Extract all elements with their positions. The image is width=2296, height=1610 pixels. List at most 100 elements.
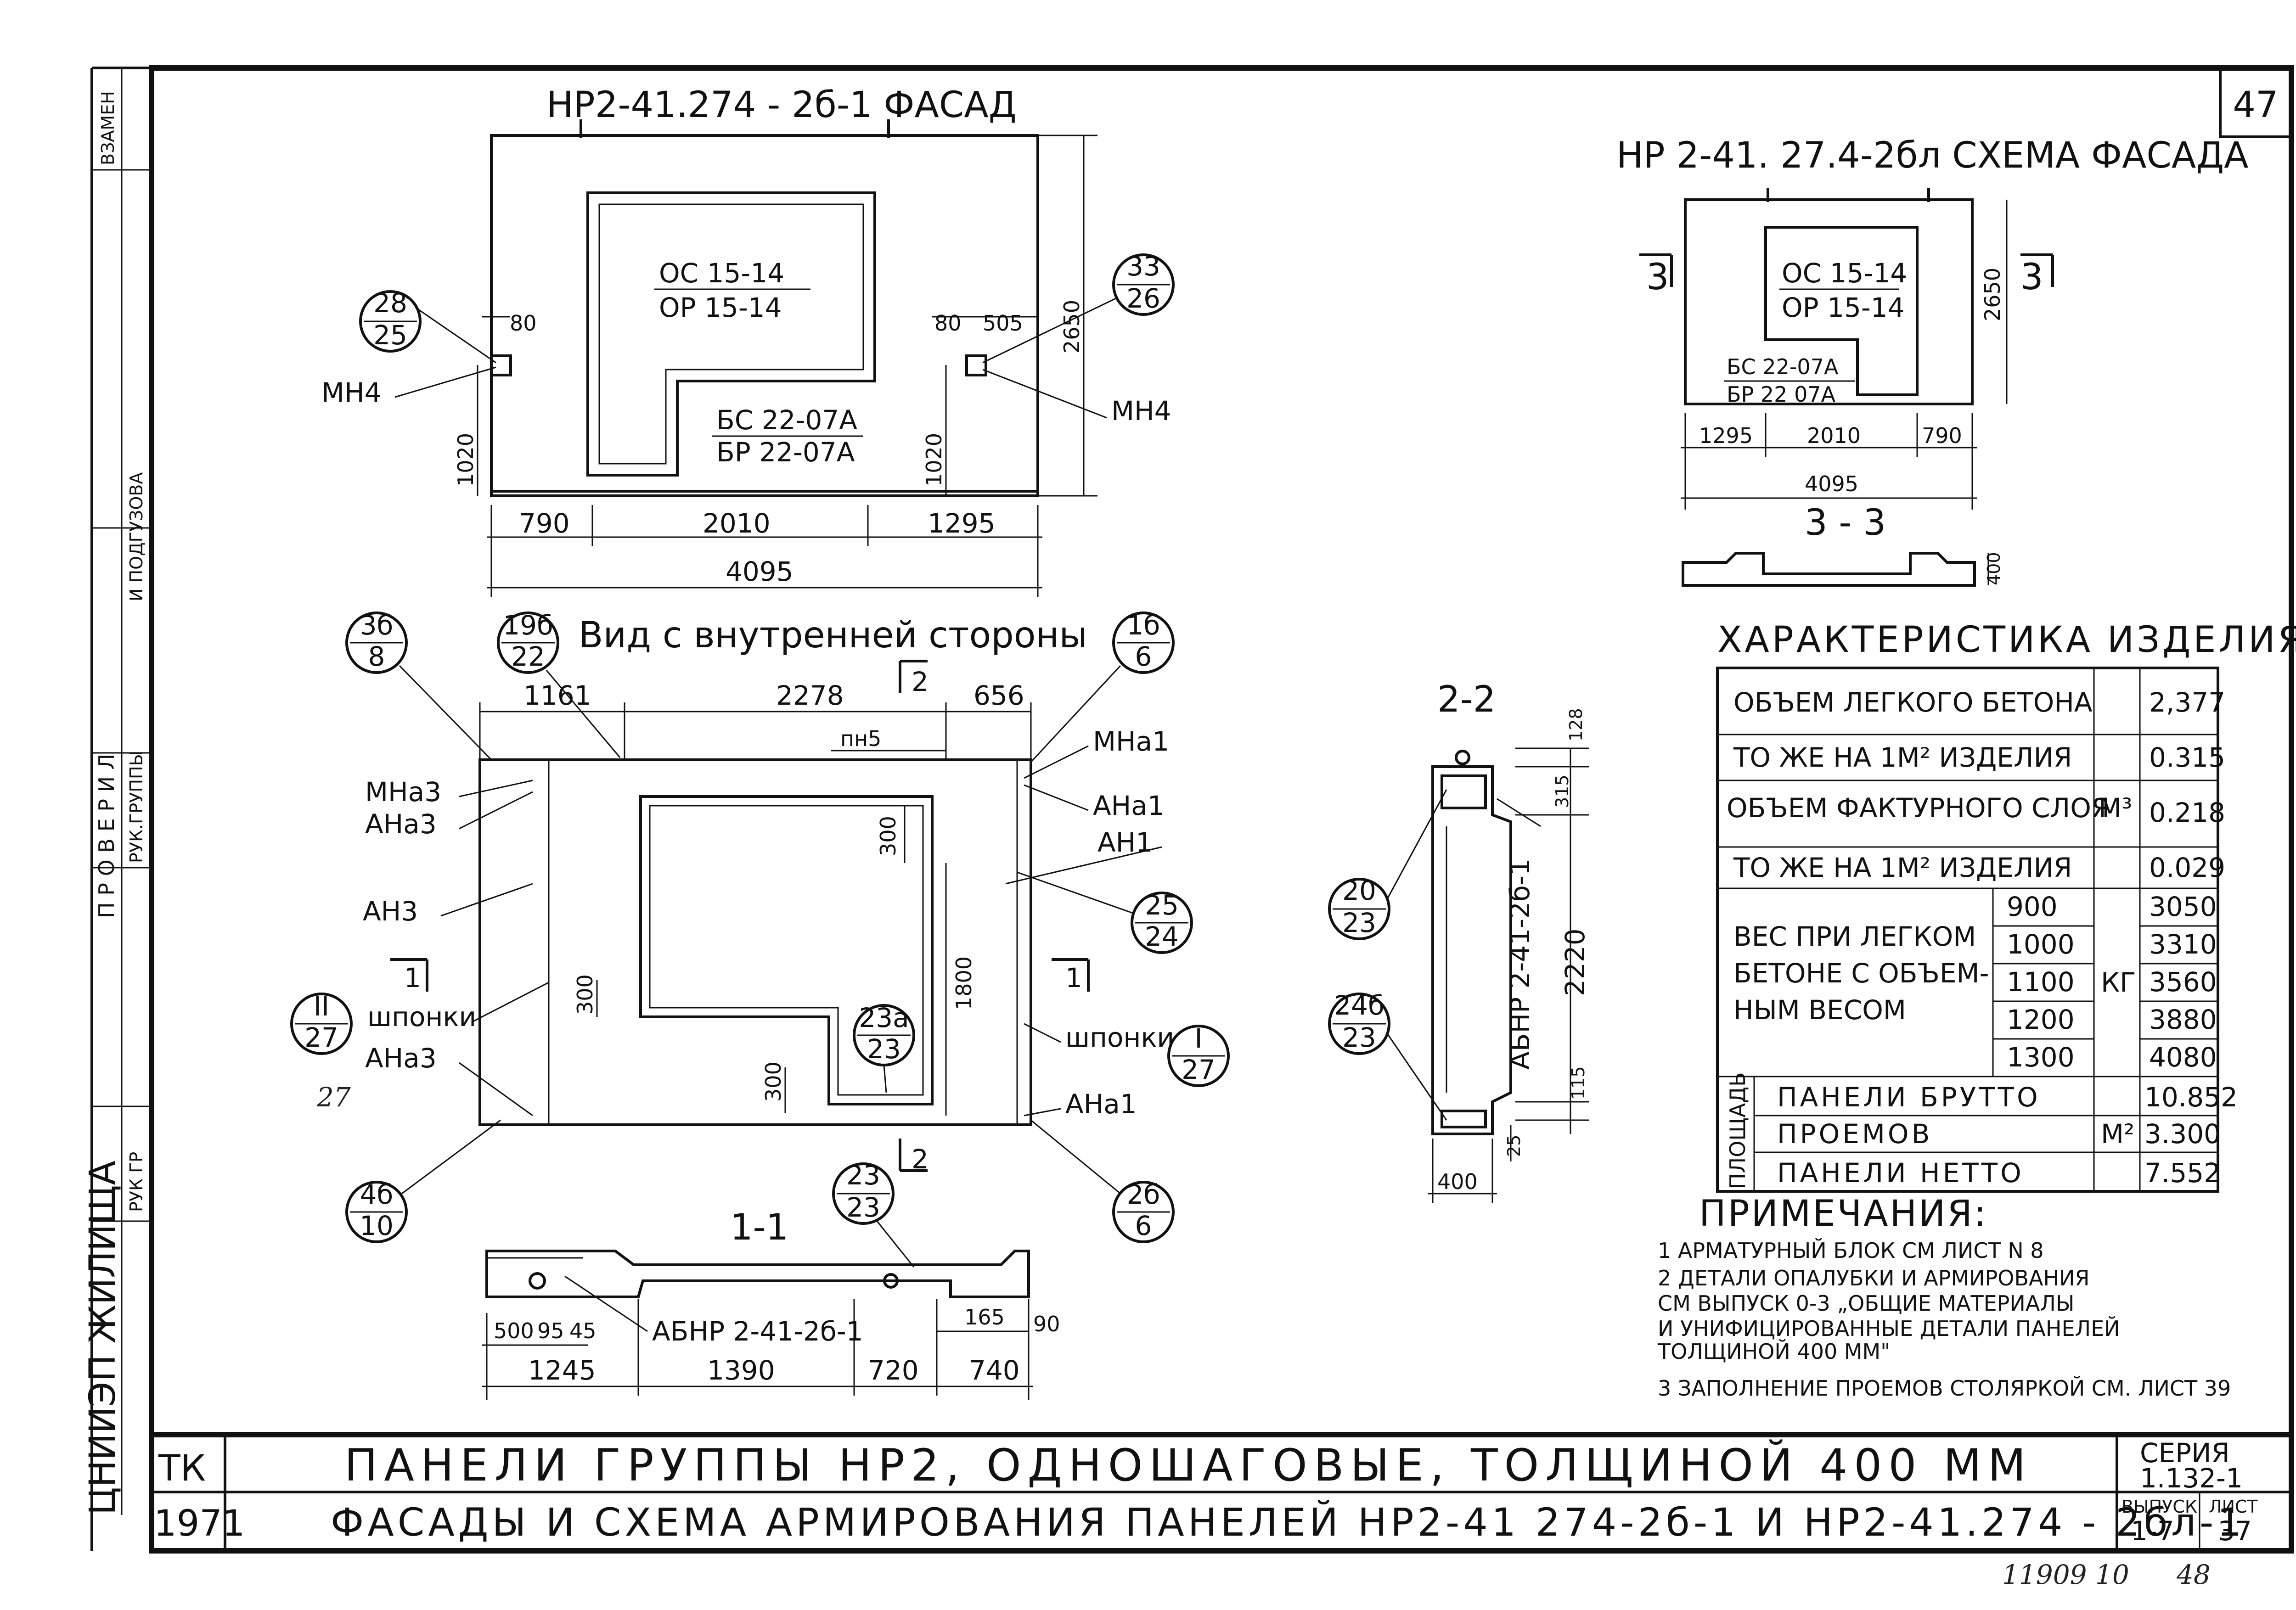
dim-inner-300-c: 300 [761, 1061, 786, 1102]
callout-circle [345, 1181, 408, 1243]
side-stamp-zamen: ВЗАМЕН [98, 91, 118, 165]
mark-an3: АН3 [363, 896, 418, 927]
mark-ana3-bottom: АНа3 [365, 1043, 437, 1074]
dim-1-1-45: 45 [569, 1318, 597, 1343]
facade-right-callout-bottom: 26 [1126, 283, 1160, 314]
callout-bottom: 10 [360, 1210, 394, 1241]
callout-bubble: 3б8 [345, 610, 408, 674]
section-2-bottom: 2 [912, 1144, 929, 1175]
weight-value: 3050 [2149, 891, 2217, 922]
facade-left-callout-top: 28 [373, 287, 407, 319]
dim-1-1-90: 90 [1033, 1312, 1060, 1336]
footer-page: 48 [2176, 1559, 2211, 1590]
callout-bottom: 24 [1145, 921, 1179, 952]
title-org: ТК [158, 1448, 206, 1489]
dim-facade-80-left: 80 [510, 311, 537, 336]
callout-top: II [314, 991, 329, 1022]
scheme-title: НР 2-41. 27.4-2бл СХЕМА ФАСАДА [1616, 135, 2249, 176]
note-line-1: 2 ДЕТАЛИ ОПАЛУБКИ И АРМИРОВАНИЯ [1658, 1266, 2089, 1290]
note-line-5: 3 ЗАПОЛНЕНИЕ ПРОЕМОВ СТОЛЯРКОЙ СМ. ЛИСТ … [1658, 1376, 2231, 1401]
facade-left-callout-bottom: 25 [373, 320, 407, 351]
facade-view: НР2-41.274 - 2б-1 ФАСАД ОС 15-14 ОР 15-1… [321, 84, 1175, 597]
section-1-right: 1 [1065, 962, 1082, 993]
facade-opening [586, 191, 876, 477]
callout-leader [1017, 871, 1135, 914]
note-line-3: И УНИФИЦИРОВАННЫЕ ДЕТАЛИ ПАНЕЛЕЙ [1658, 1316, 2120, 1341]
section-1-1-title: 1-1 [730, 1207, 788, 1248]
section-1-1-callout [832, 1162, 895, 1225]
callout-circle [1112, 611, 1175, 674]
dim-facade-1020-right: 1020 [922, 433, 946, 487]
weight-density: 1000 [2007, 929, 2075, 960]
weight-density: 1300 [2007, 1042, 2075, 1073]
char-row-2-value: 0.218 [2149, 797, 2225, 828]
weight-value: 3310 [2149, 929, 2217, 960]
char-row-1-value: 0.315 [2149, 742, 2225, 773]
title-sheet-value: 37 [2218, 1515, 2252, 1547]
section-1-1-block-label: АБНР 2-41-2б-1 [652, 1316, 863, 1347]
callout-leader [401, 1119, 501, 1195]
callout-bubble: I27 [1167, 1023, 1230, 1087]
callout-bubble: 2б6 [1112, 1179, 1175, 1243]
dim-facade-80-right: 80 [934, 311, 962, 336]
callout-bottom: 6 [1135, 641, 1152, 672]
facade-door-label-2: БР 22-07А [716, 437, 855, 468]
sheet-frame [90, 65, 2294, 1554]
weight-value: 3560 [2149, 966, 2217, 998]
char-row-2-label: ОБЪЕМ ФАКТУРНОГО СЛОЯ [1727, 792, 2110, 824]
section-2-top: 2 [912, 666, 929, 697]
scheme-view: НР 2-41. 27.4-2бл СХЕМА ФАСАДА ОС 15-14 … [1616, 135, 2249, 587]
callout-top: 25 [1145, 890, 1179, 921]
side-stamp-rukgr2: РУК ГР [126, 1152, 146, 1212]
facade-window-label-1: ОС 15-14 [659, 258, 784, 289]
note-line-0: 1 АРМАТУРНЫЙ БЛОК СМ ЛИСТ N 8 [1658, 1238, 2044, 1263]
dim-scheme-4095: 4095 [1805, 471, 1858, 496]
callout-top: 4б [360, 1179, 394, 1210]
facade-window-label-2: ОР 15-14 [659, 292, 782, 323]
sheet-number: 47 [2233, 84, 2278, 126]
char-area-1-value: 3.300 [2144, 1118, 2221, 1150]
section-1-left: 1 [404, 962, 421, 993]
callout-bottom: 27 [304, 1022, 338, 1053]
mark-shponki-right: шпонки [1065, 1022, 1174, 1053]
callout-leader [883, 1065, 887, 1093]
callout-top: 3б [360, 610, 394, 641]
callout-bubble: 1б6 [1112, 610, 1175, 674]
title-line-1: ПАНЕЛИ ГРУППЫ НР2, ОДНОШАГОВЫЕ, ТОЛЩИНОЙ… [344, 1439, 2032, 1491]
char-area-2-label: ПАНЕЛИ НЕТТО [1777, 1157, 2024, 1189]
dim-inner-1800: 1800 [951, 956, 976, 1010]
inner-small-callout: 27 [316, 1082, 351, 1113]
section-2-2-callout1-top: 20 [1342, 875, 1376, 906]
section-2-2-callout1-bottom: 23 [1342, 907, 1376, 938]
callout-circle [290, 993, 353, 1055]
dim-scheme-790: 790 [1922, 423, 1962, 448]
dim-1-1-720: 720 [868, 1355, 919, 1386]
dim-scheme-400: 400 [1984, 552, 2004, 585]
dim-facade-2010: 2010 [703, 508, 771, 539]
facade-right-callout-top: 33 [1126, 251, 1160, 282]
footer-handwritten: 11909 10 [2002, 1559, 2129, 1590]
dim-1-1-1390: 1390 [707, 1355, 775, 1386]
facade-left-callout [359, 290, 422, 353]
title-series-value: 1.132-1 [2140, 1463, 2243, 1494]
char-row-3-value: 0.029 [2149, 852, 2225, 883]
callout-leader [1030, 1119, 1121, 1195]
scheme-opening [1764, 226, 1919, 396]
char-row-1-label: ТО ЖЕ НА 1М² ИЗДЕЛИЯ [1733, 742, 2072, 773]
section-2-2-title: 2-2 [1437, 679, 1496, 720]
side-stamp-proveril: П Р О В Е Р И Л [94, 754, 119, 918]
mark-ana1-top: АНа1 [1093, 790, 1165, 821]
char-weight-label-2: БЕТОНЕ С ОБЪЕМ- [1733, 958, 1989, 989]
mark-an1: АН1 [1097, 827, 1153, 858]
title-issue-value: 1-7 [2131, 1515, 2174, 1547]
dim-1-1-500: 500 [494, 1318, 534, 1343]
scheme-door-label-2: БР 22 07А [1727, 382, 1836, 407]
dim-1-1-1245: 1245 [528, 1355, 596, 1386]
callout-bottom: 8 [368, 641, 385, 672]
notes: ПРИМЕЧАНИЯ: 1 АРМАТУРНЫЙ БЛОК СМ ЛИСТ N … [1657, 1193, 2231, 1401]
dim-1-1-95: 95 [537, 1318, 564, 1343]
